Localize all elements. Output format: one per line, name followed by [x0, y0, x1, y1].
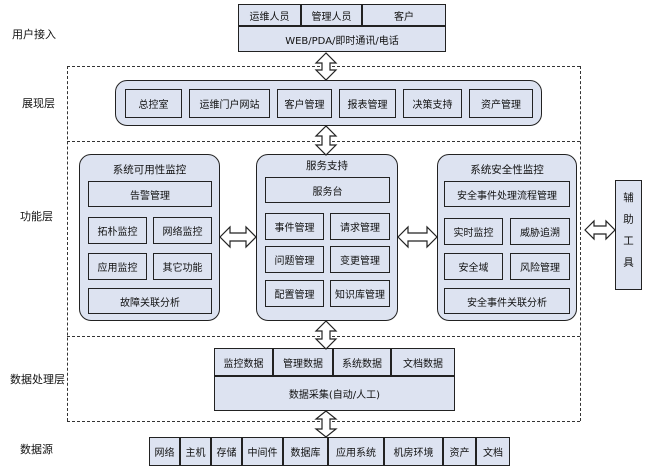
request-mgmt: 请求管理	[330, 213, 390, 240]
data-collection: 数据采集(自动/人工)	[214, 376, 455, 411]
service-support-title: 服务支持	[306, 160, 348, 172]
risk-mgmt: 风险管理	[510, 253, 570, 280]
presentation-item-control-room: 总控室	[125, 89, 182, 118]
security-event-process-mgmt: 安全事件处理流程管理	[444, 181, 570, 207]
network-monitoring: 网络监控	[153, 217, 212, 244]
arrow-service-to-security	[397, 225, 438, 249]
service-desk: 服务台	[265, 177, 390, 203]
source-middleware: 中间件	[242, 437, 283, 466]
source-database: 数据库	[283, 437, 328, 466]
presentation-item-decision-support: 决策支持	[403, 89, 462, 118]
management-data: 管理数据	[273, 348, 333, 376]
presentation-item-report-mgmt: 报表管理	[339, 89, 396, 118]
availability-monitoring-title: 系统可用性监控	[112, 164, 187, 176]
presentation-item-asset-mgmt: 资产管理	[469, 89, 533, 118]
source-assets: 资产	[443, 437, 476, 466]
source-storage: 存储	[211, 437, 242, 466]
configuration-mgmt: 配置管理	[265, 280, 324, 307]
monitoring-data: 监控数据	[214, 348, 273, 376]
document-data: 文档数据	[391, 348, 455, 376]
topology-monitoring: 拓朴监控	[88, 217, 147, 244]
incident-mgmt: 事件管理	[265, 213, 324, 240]
auxiliary-tools: 辅助工具	[615, 180, 642, 290]
arrow-user-to-presentation	[314, 52, 338, 81]
arrow-presentation-to-function	[314, 125, 338, 156]
threat-tracing: 威胁追溯	[510, 218, 570, 245]
source-documents: 文档	[476, 437, 510, 466]
source-network: 网络	[149, 437, 180, 466]
arrow-function-to-data	[314, 320, 338, 350]
frame-right	[580, 66, 581, 421]
frame-left	[67, 66, 68, 421]
role-managers: 管理人员	[301, 4, 362, 26]
other-functions: 其它功能	[153, 253, 212, 280]
role-ops-staff: 运维人员	[238, 4, 301, 26]
layer-label-data-processing: 数据处理层	[10, 373, 65, 386]
presentation-item-ops-portal: 运维门户网站	[189, 89, 270, 118]
realtime-monitoring: 实时监控	[444, 218, 503, 245]
system-data: 系统数据	[333, 348, 391, 376]
change-mgmt: 变更管理	[330, 246, 390, 273]
role-customers: 客户	[362, 4, 446, 26]
layer-label-function: 功能层	[20, 210, 53, 223]
presentation-item-customer-mgmt: 客户管理	[277, 89, 332, 118]
fault-correlation-analysis: 故障关联分析	[88, 288, 212, 314]
source-application-systems: 应用系统	[328, 437, 384, 466]
layer-label-presentation: 展现层	[22, 97, 55, 110]
layer-label-user-access: 用户接入	[12, 28, 56, 41]
alarm-mgmt: 告警管理	[88, 181, 212, 207]
source-machine-room: 机房环境	[384, 437, 443, 466]
arrow-availability-to-service	[219, 225, 257, 249]
access-channel: WEB/PDA/即时通讯/电话	[238, 26, 446, 52]
security-event-correlation-analysis: 安全事件关联分析	[444, 288, 570, 314]
auxiliary-tools-label: 辅助工具	[622, 192, 634, 278]
knowledge-base-mgmt: 知识库管理	[330, 280, 390, 307]
security-domain: 安全域	[444, 253, 503, 280]
arrow-security-to-tools	[584, 219, 616, 241]
application-monitoring: 应用监控	[88, 253, 147, 280]
layer-label-data-source: 数据源	[20, 443, 53, 456]
problem-mgmt: 问题管理	[265, 246, 324, 273]
source-host: 主机	[180, 437, 211, 466]
security-monitoring-title: 系统安全性监控	[470, 164, 544, 176]
arrow-data-to-source	[314, 410, 338, 438]
